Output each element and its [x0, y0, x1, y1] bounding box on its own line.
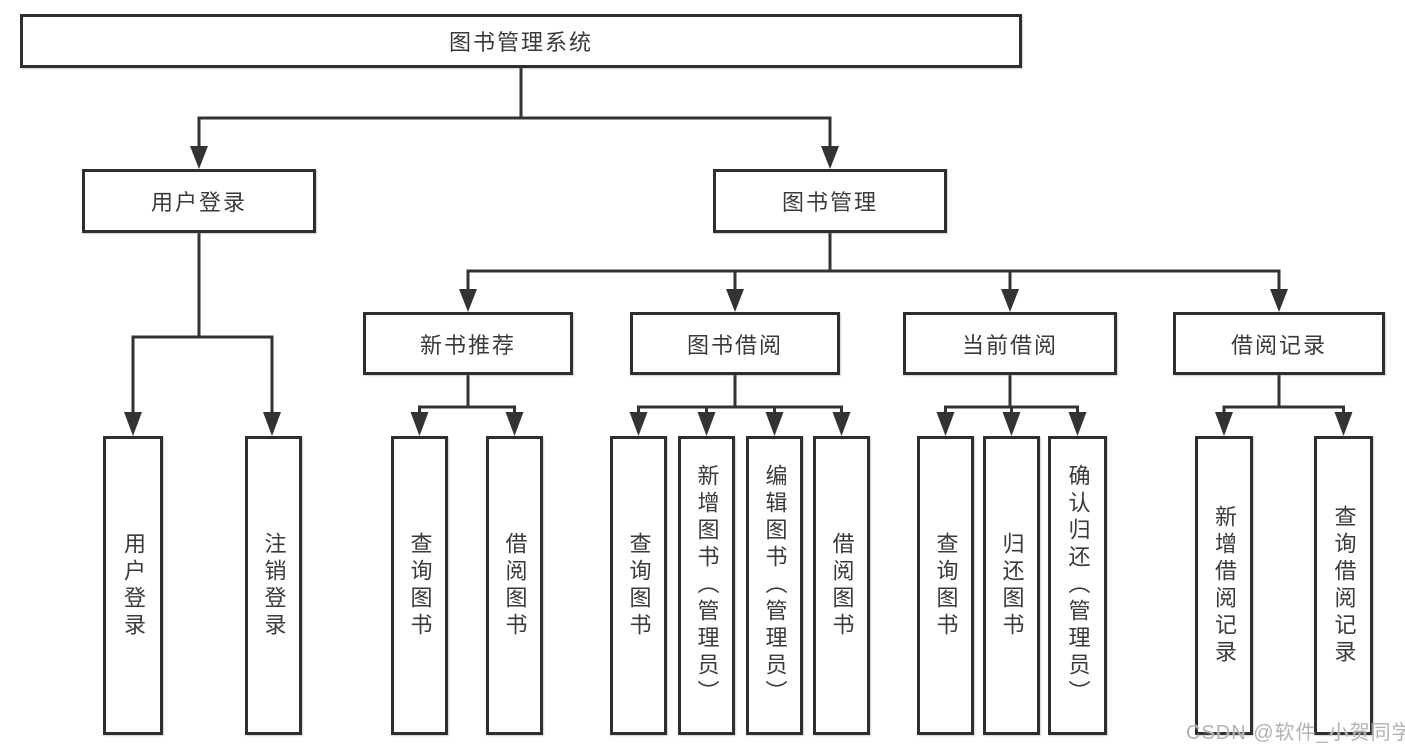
- node-new-book-recommend: 新书推荐: [363, 312, 573, 375]
- leaf-borrow-books-1-label: 借阅图书: [502, 531, 528, 640]
- leaf-query-borrow-record-label: 查询借阅记录: [1331, 504, 1357, 667]
- leaf-borrow-books-2-label: 借阅图书: [829, 531, 855, 640]
- leaf-query-books-2: 查询图书: [610, 436, 667, 735]
- leaf-edit-books-admin: 编辑图书（管理员）: [746, 436, 803, 735]
- node-new-book-recommend-label: 新书推荐: [419, 332, 516, 358]
- leaf-logout-label: 注销登录: [261, 531, 287, 640]
- node-book-management-label: 图书管理: [781, 190, 878, 215]
- leaf-query-books-1-label: 查询图书: [407, 531, 433, 640]
- node-user-login-label: 用户登录: [150, 190, 247, 215]
- leaf-add-borrow-record: 新增借阅记录: [1195, 436, 1253, 735]
- leaf-user-login-label: 用户登录: [121, 531, 146, 640]
- leaf-borrow-books-2: 借阅图书: [813, 436, 870, 735]
- leaf-return-books-label: 归还图书: [999, 531, 1025, 640]
- leaf-edit-books-admin-label: 编辑图书（管理员）: [762, 464, 788, 707]
- leaf-query-books-3: 查询图书: [917, 436, 974, 735]
- node-book-borrow: 图书借阅: [630, 312, 840, 375]
- leaf-confirm-return-admin: 确认归还（管理员）: [1048, 436, 1107, 735]
- leaf-add-borrow-record-label: 新增借阅记录: [1212, 504, 1237, 667]
- leaf-borrow-books-1: 借阅图书: [486, 436, 543, 735]
- leaf-user-login: 用户登录: [103, 436, 163, 735]
- node-book-borrow-label: 图书借阅: [686, 332, 783, 358]
- node-user-login: 用户登录: [82, 169, 316, 233]
- leaf-query-borrow-record: 查询借阅记录: [1314, 436, 1373, 735]
- leaf-query-books-1: 查询图书: [391, 436, 448, 735]
- node-borrow-records: 借阅记录: [1173, 312, 1385, 375]
- node-current-borrow: 当前借阅: [903, 312, 1117, 375]
- leaf-query-books-2-label: 查询图书: [626, 531, 652, 640]
- node-book-management: 图书管理: [713, 169, 947, 233]
- leaf-confirm-return-admin-label: 确认归还（管理员）: [1065, 464, 1091, 707]
- leaf-add-books-admin: 新增图书（管理员）: [678, 436, 735, 735]
- node-borrow-records-label: 借阅记录: [1230, 332, 1327, 358]
- node-current-borrow-label: 当前借阅: [961, 332, 1058, 358]
- watermark: CSDN @软件_小贺同学: [1186, 722, 1405, 744]
- leaf-add-books-admin-label: 新增图书（管理员）: [694, 464, 720, 707]
- node-root-label: 图书管理系统: [448, 30, 593, 55]
- leaf-logout: 注销登录: [245, 436, 302, 735]
- leaf-query-books-3-label: 查询图书: [933, 531, 959, 640]
- node-root: 图书管理系统: [20, 14, 1022, 68]
- leaf-return-books: 归还图书: [983, 436, 1040, 735]
